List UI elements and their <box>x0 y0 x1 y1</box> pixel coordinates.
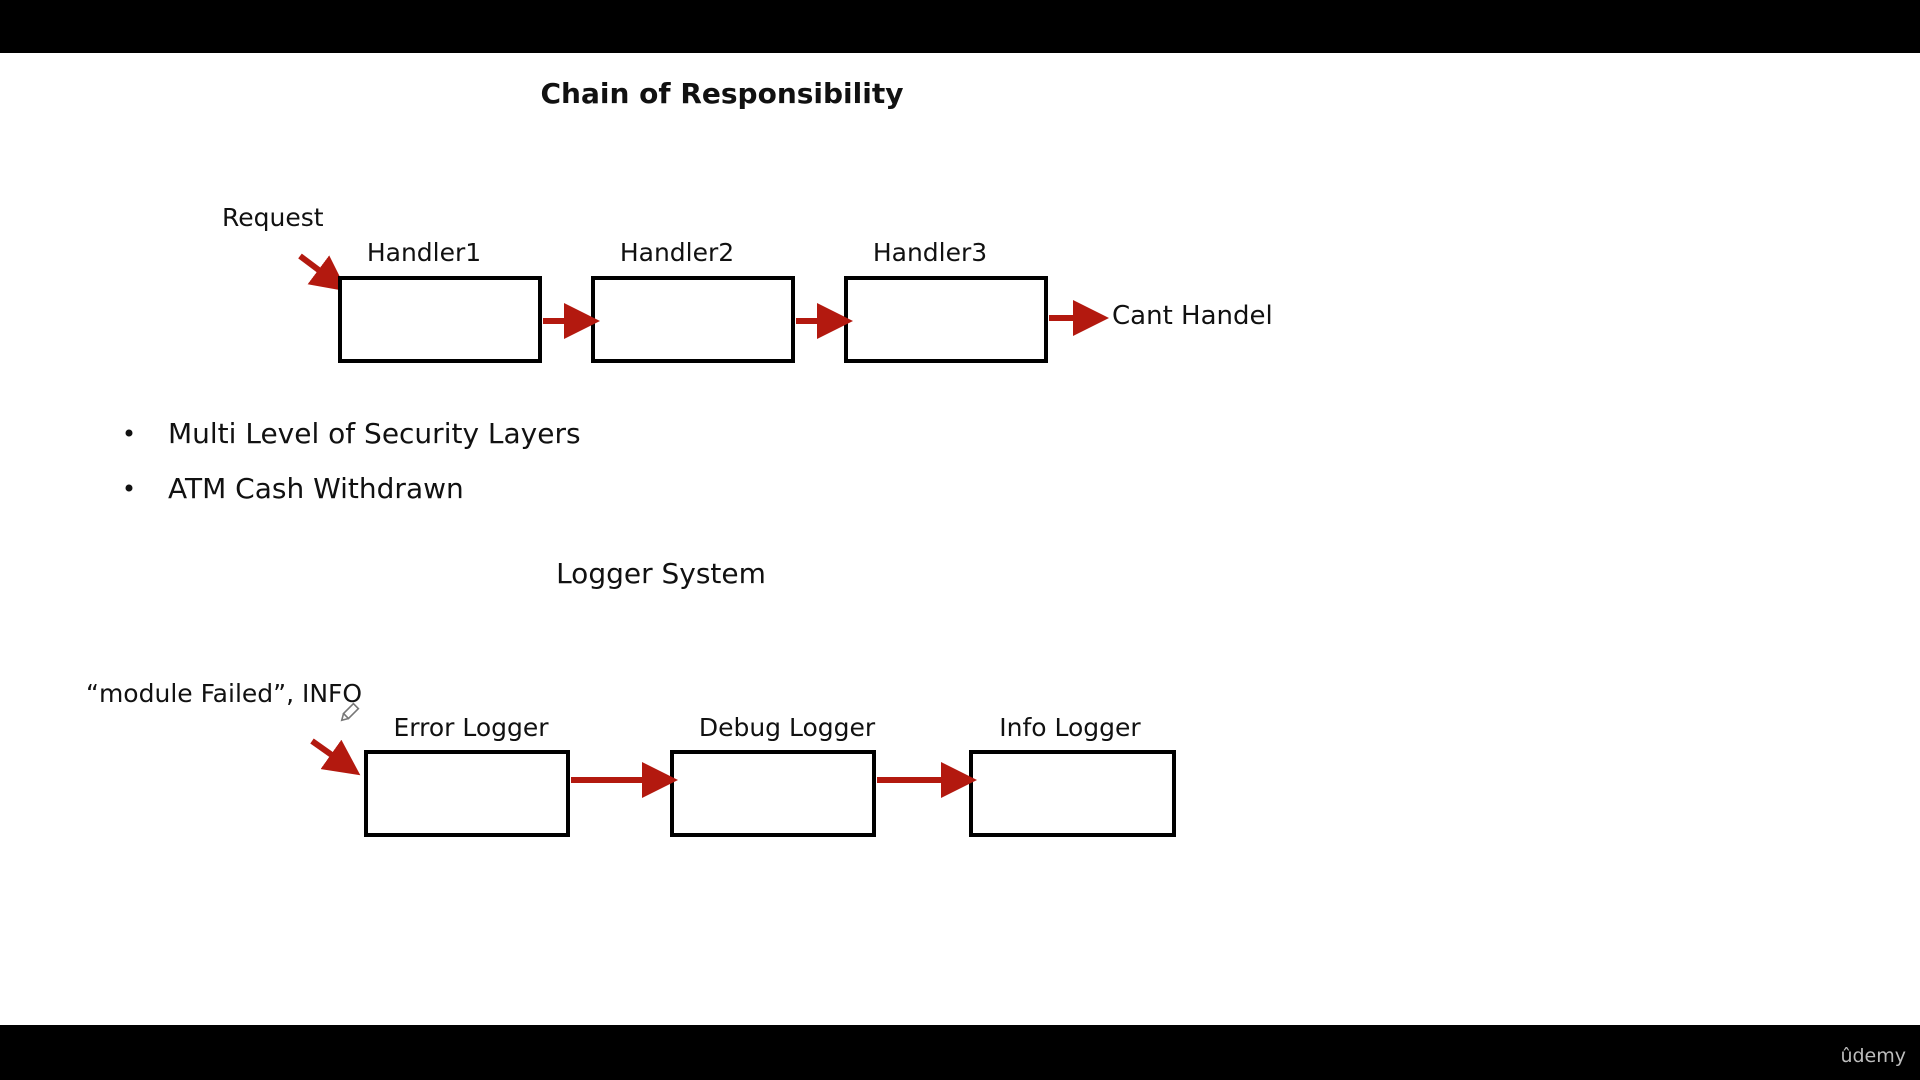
handler-box-1 <box>338 276 542 363</box>
logger-input-label: “module Failed”, INFO <box>86 679 362 708</box>
slide-title: Chain of Responsibility <box>541 77 904 110</box>
cant-handle-label: Cant Handel <box>1112 301 1273 331</box>
logger-label-error: Error Logger <box>393 713 549 742</box>
slide <box>0 53 1920 1025</box>
bullet-dot-1 <box>125 429 133 437</box>
logger-input-arrow <box>310 738 361 776</box>
logger-label-debug: Debug Logger <box>699 713 876 742</box>
bullet-dot-2 <box>125 484 133 492</box>
logger-label-info: Info Logger <box>999 713 1141 742</box>
bullet-text-1: Multi Level of Security Layers <box>168 417 581 450</box>
request-label: Request <box>222 203 324 232</box>
logger-box-debug <box>670 750 876 837</box>
handler-label-1: Handler1 <box>367 238 481 267</box>
handler-label-2: Handler2 <box>620 238 734 267</box>
bullet-text-2: ATM Cash Withdrawn <box>168 472 464 505</box>
request-arrow <box>298 253 348 292</box>
handler-box-3 <box>844 276 1048 363</box>
handler-label-3: Handler3 <box>873 238 987 267</box>
logger-box-error <box>364 750 570 837</box>
logger-system-title: Logger System <box>556 557 766 590</box>
logger-box-info <box>969 750 1176 837</box>
pencil-icon <box>340 702 360 722</box>
handler-box-2 <box>591 276 795 363</box>
udemy-watermark: ûdemy <box>1840 1045 1906 1067</box>
